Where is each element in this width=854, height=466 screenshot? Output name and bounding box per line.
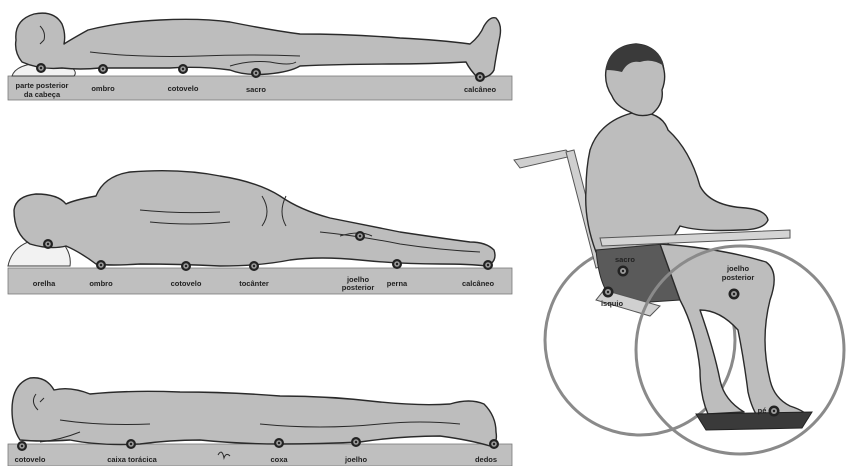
prone-bed	[8, 444, 512, 466]
lateral-position-panel: orelha ombro cotovelo tocânter joelho po…	[8, 171, 512, 294]
wheelchair-label-knee-line2: posterior	[722, 273, 755, 282]
wheelchair-position-panel: sacro isquio joelho posterior pé	[514, 44, 844, 454]
wheelchair-label-foot: pé	[758, 406, 767, 415]
supine-label-head-line2: da cabeça	[24, 90, 61, 99]
prone-position-panel: cotovelo caixa torácica coxa joelho dedo…	[8, 378, 512, 466]
prone-label-thigh: coxa	[270, 455, 288, 464]
lateral-label-heel: calcâneo	[462, 279, 495, 288]
prone-label-toes: dedos	[475, 455, 497, 464]
supine-label-elbow: cotovelo	[168, 84, 199, 93]
supine-position-panel: parte posterior da cabeça ombro cotovelo…	[8, 13, 512, 100]
supine-label-sacrum: sacro	[246, 85, 266, 94]
lateral-label-knee-line2: posterior	[342, 283, 375, 292]
lateral-label-shoulder: ombro	[89, 279, 113, 288]
prone-label-knee: joelho	[344, 455, 368, 464]
wheelchair-label-sacrum: sacro	[615, 255, 635, 264]
prone-body	[12, 378, 496, 446]
lateral-label-ear: orelha	[33, 279, 56, 288]
supine-label-heel: calcâneo	[464, 85, 497, 94]
lateral-label-leg: perna	[387, 279, 408, 288]
lateral-label-elbow: cotovelo	[171, 279, 202, 288]
lateral-label-trochanter: tocânter	[239, 279, 269, 288]
supine-label-head-line1: parte posterior	[16, 81, 69, 90]
wheelchair-person-torso	[586, 112, 768, 252]
wheelchair-label-ischium: isquio	[601, 299, 624, 308]
wheelchair-label-knee-line1: joelho	[726, 264, 750, 273]
lateral-body	[14, 171, 495, 266]
prone-label-elbow: cotovelo	[15, 455, 46, 464]
wheelchair-push-handle	[514, 150, 572, 168]
supine-body	[16, 13, 501, 78]
supine-label-shoulder: ombro	[91, 84, 115, 93]
prone-label-ribcage: caixa torácica	[107, 455, 157, 464]
wheelchair-footrest	[696, 412, 812, 430]
